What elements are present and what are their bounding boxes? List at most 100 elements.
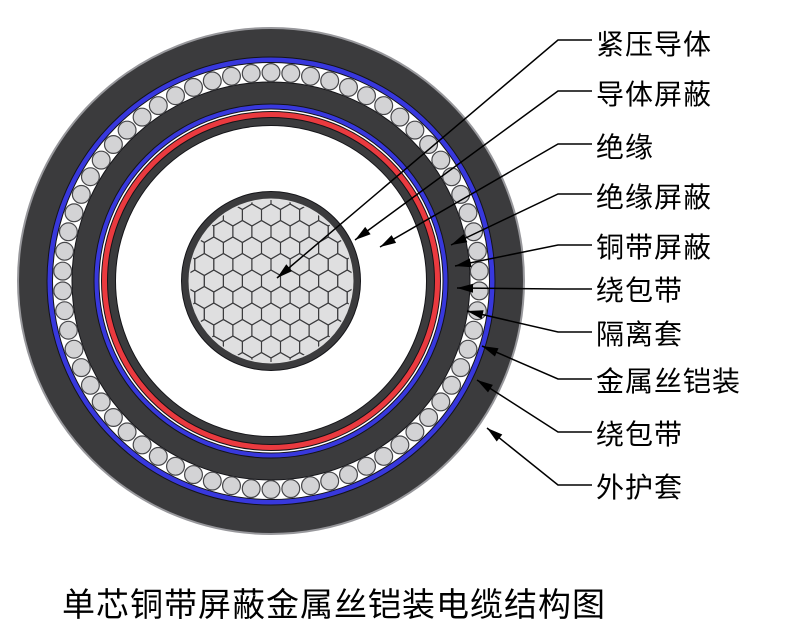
armor-wire (261, 62, 281, 82)
layer-label-6: 绕包带 (596, 276, 684, 307)
armor-wire (222, 476, 242, 496)
armor-wires (53, 62, 489, 500)
armor-wire (241, 479, 261, 499)
armor-wire (281, 63, 301, 83)
armor-wire (132, 107, 152, 127)
layer-label-10: 外护套 (596, 473, 684, 504)
armor-wire (419, 135, 439, 155)
armor-wire (431, 150, 451, 170)
leader-line (486, 427, 592, 486)
layer-label-1: 紧压导体 (596, 30, 713, 61)
arrowhead (277, 264, 293, 278)
armor-wire (320, 471, 340, 491)
layer-label-9: 绕包带 (596, 420, 684, 451)
armor-wire (64, 339, 84, 359)
armor-wire (132, 435, 152, 455)
armor-wire (357, 86, 377, 106)
armor-wire (320, 71, 340, 91)
armor-wire (71, 358, 91, 378)
armor-wire (91, 150, 111, 170)
hex-cell (346, 252, 352, 277)
armor-wire (390, 107, 410, 127)
armor-wire (281, 479, 301, 499)
armor-wire (148, 446, 168, 466)
armor-wire (301, 476, 321, 496)
armor-wire (55, 241, 75, 261)
armor-wire (261, 480, 281, 500)
armor-wire (103, 408, 123, 428)
layer-label-7: 隔离套 (596, 320, 684, 351)
armor-wire (374, 446, 394, 466)
armor-wire (71, 184, 91, 204)
armor-wire (431, 392, 451, 412)
armor-wire (166, 456, 186, 476)
armor-wire (467, 241, 487, 261)
armor-wire (80, 375, 100, 395)
arrowhead (455, 258, 472, 268)
arrowhead (451, 234, 468, 245)
armor-wire (357, 456, 377, 476)
armor-wire (58, 320, 78, 340)
armor-wire (184, 465, 204, 485)
armor-wire (103, 135, 123, 155)
armor-wire (80, 167, 100, 187)
armor-wire (458, 203, 478, 223)
leader-line (481, 345, 592, 380)
leader-line (466, 310, 592, 333)
armor-wire (301, 66, 321, 86)
arrowhead (487, 428, 503, 442)
arrowhead (467, 310, 484, 319)
arrowhead (457, 283, 473, 293)
armor-wire (469, 281, 489, 301)
armor-wire (222, 66, 242, 86)
armor-wire (53, 281, 73, 301)
armor-wire (419, 408, 439, 428)
layer-label-2: 导体屏蔽 (596, 80, 713, 111)
armor-wire (458, 339, 478, 359)
hex-cell (346, 285, 352, 310)
conductor-ring (188, 198, 354, 364)
armor-wire (148, 96, 168, 116)
armor-wire (202, 471, 222, 491)
layer-label-3: 绝缘 (596, 133, 655, 164)
armor-wire (405, 422, 425, 442)
armor-wire (405, 120, 425, 140)
armor-wire (53, 261, 73, 281)
leader-line (450, 193, 592, 246)
leader-line (276, 39, 592, 279)
layer-label-8: 金属丝铠装 (596, 367, 742, 398)
arrowhead (355, 226, 371, 240)
armor-wire (184, 77, 204, 97)
leader-line (379, 143, 592, 248)
armor-wire (241, 63, 261, 83)
armor-wire (55, 301, 75, 321)
leader-line (354, 90, 592, 241)
leader-line (476, 379, 592, 433)
armor-wire (464, 320, 484, 340)
leader-lines (276, 39, 592, 486)
armor-wire (451, 358, 471, 378)
armor-wire (64, 203, 84, 223)
armor-wire (442, 375, 462, 395)
armor-wire (117, 120, 137, 140)
leader-line (454, 244, 592, 267)
armor-wire (469, 261, 489, 281)
arrowhead (477, 380, 493, 393)
layer-label-5: 铜带屏蔽 (596, 233, 713, 264)
arrowhead (482, 346, 499, 357)
armor-wire (91, 392, 111, 412)
armor-wire (58, 222, 78, 242)
diagram-caption: 单芯铜带屏蔽金属丝铠装电缆结构图 (62, 588, 606, 624)
armor-wire (374, 96, 394, 116)
arrowhead (380, 235, 397, 247)
leader-line (456, 287, 592, 290)
armor-wire (339, 465, 359, 485)
armor-wire (390, 435, 410, 455)
cable-rings (17, 27, 525, 535)
armor-wire (442, 167, 462, 187)
layer-label-4: 绝缘屏蔽 (596, 183, 713, 214)
armor-wire (166, 86, 186, 106)
armor-wire (339, 77, 359, 97)
